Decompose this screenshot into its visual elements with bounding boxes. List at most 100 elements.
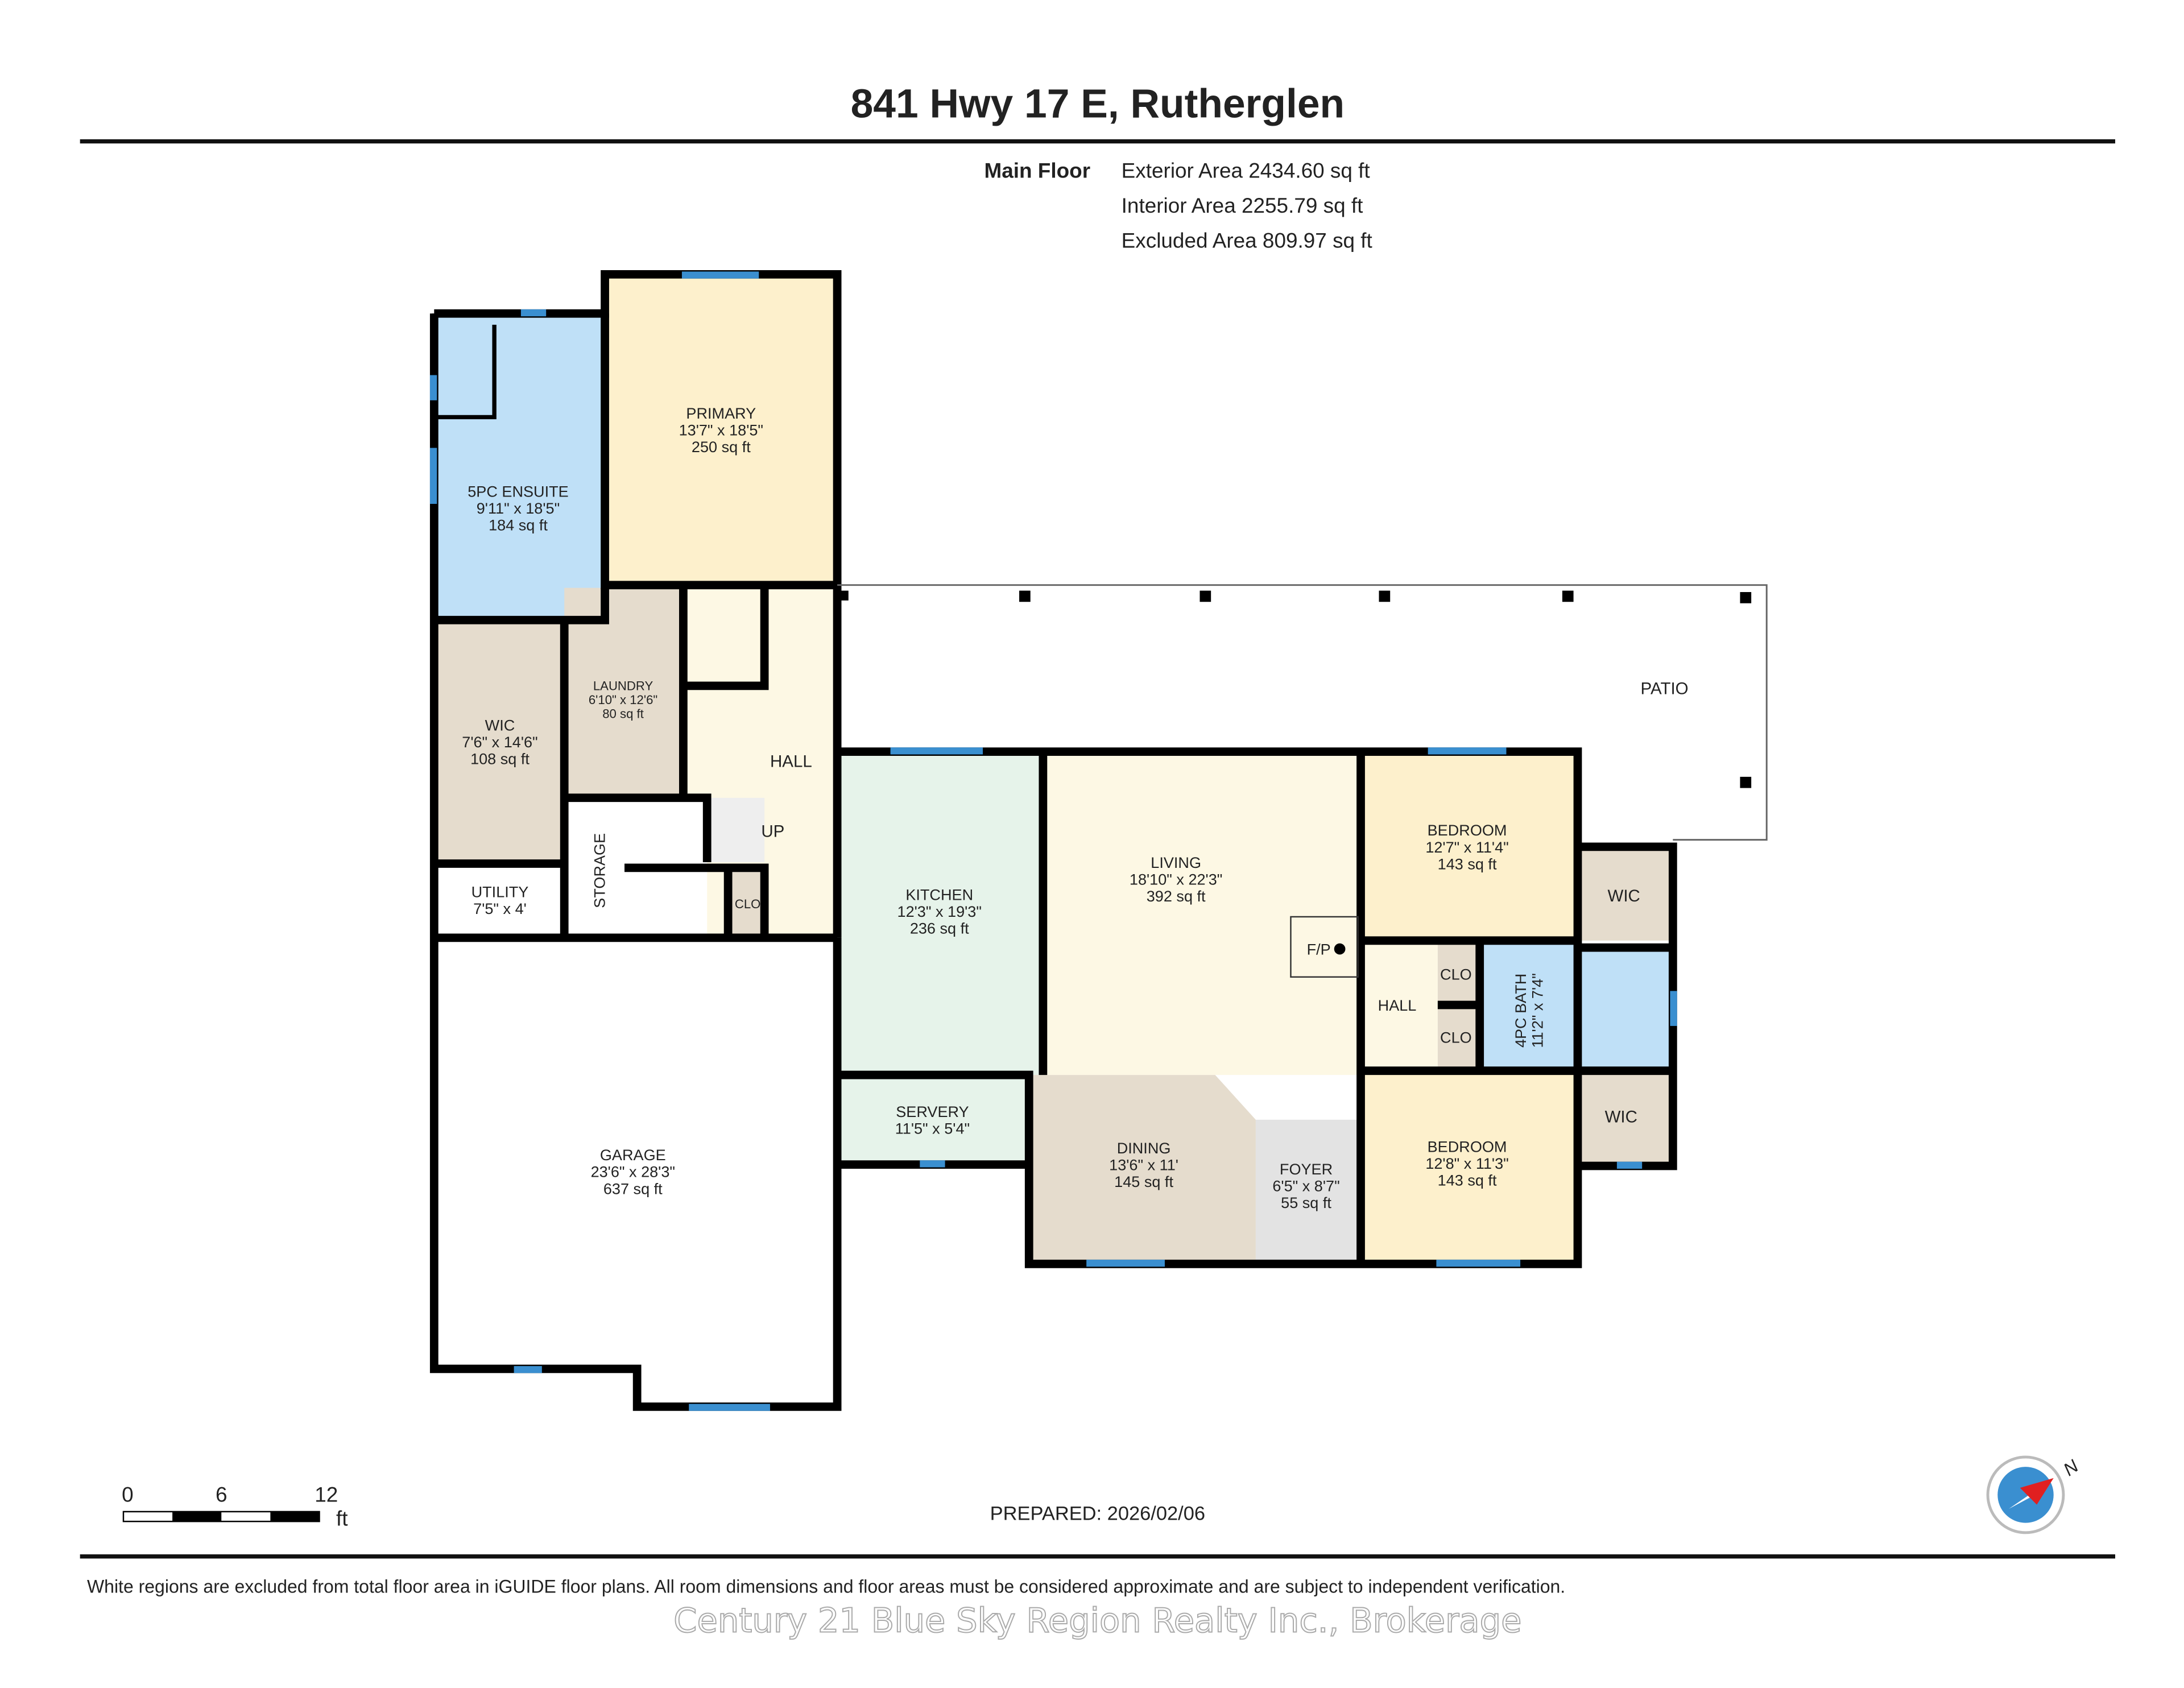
room-label: STORAGE [591,833,609,908]
room-area: 236 sq ft [910,920,969,937]
room-name: KITCHEN [905,886,973,903]
room-fill [837,1075,1029,1165]
room-dims: 9'11" x 18'5" [477,499,560,517]
room-fill [1360,940,1438,1071]
room-fill [1577,948,1673,1071]
compass-north-label: N [2059,1455,2082,1480]
room-name: PATIO [1640,680,1688,698]
room-fill [434,313,605,620]
room-fill [1479,940,1578,1071]
room-dims: 18'10" x 22'3" [1130,870,1222,888]
room-name: UP [761,822,784,841]
room-clo: CLO [1437,940,1480,1006]
room-name: 5PC ENSUITE [468,483,568,500]
room-area: 250 sq ft [692,438,751,456]
room-fill [1029,1075,1256,1264]
room-label: CLO [1440,966,1472,983]
room-name: FOYER [1280,1160,1333,1178]
windows [429,271,1677,1411]
room-fill [434,937,838,1407]
room-name: BEDROOM [1428,821,1507,839]
room-fill [707,797,765,862]
room-dims: 7'5" x 4' [473,900,527,917]
prepared-date: PREPARED: 2026/02/06 [990,1503,1205,1525]
room-clo: CLO [728,867,765,935]
room-name: HALL [770,752,812,771]
room-wic: WIC [1577,1070,1673,1166]
room-label: UP [761,822,784,841]
room-name: LIVING [1151,854,1201,871]
room-name: STORAGE [591,833,609,908]
excluded-area: Excluded Area 809.97 sq ft [1122,229,1372,253]
interior-area: Interior Area 2255.79 sq ft [1122,194,1363,217]
room-area: 55 sq ft [1281,1194,1331,1211]
room-name: WIC [1608,887,1640,905]
room-label: HALL [1378,996,1417,1014]
room-dims: 6'10" x 12'6" [589,693,657,707]
scale-bar: 0 6 12 ft [122,1483,348,1530]
room-area: 145 sq ft [1114,1173,1173,1190]
room-name: WIC [485,717,515,734]
room-dims: 12'3" x 19'3" [897,903,982,920]
fireplace-dot [1334,943,1346,955]
room-fill [1577,846,1673,941]
room-area: 392 sq ft [1147,887,1206,905]
floor-name: Main Floor [985,159,1091,183]
scale-label-6: 6 [216,1483,228,1507]
room-dims: 23'6" x 28'3" [591,1163,675,1181]
room-name: HALL [1378,996,1417,1014]
room-name: F/P [1307,940,1331,958]
room-area: 143 sq ft [1438,855,1497,872]
room-dims: 13'6" x 11' [1109,1156,1178,1173]
scale-unit: ft [336,1507,348,1530]
room-label: WIC [1605,1108,1637,1127]
room-name: 4PC BATH [1512,974,1529,1048]
room-room [1577,948,1673,1071]
room-fill [1255,1119,1361,1264]
room-dims: 7'6" x 14'6" [462,733,537,751]
room-label: F/P [1307,940,1331,958]
room-fill [605,274,838,585]
room-label: 4PC BATH11'2" x 7'4" [1512,973,1546,1048]
room-name: DINING [1117,1139,1171,1157]
room-name: PRIMARY [686,404,756,422]
room-dims: 12'7" x 11'4" [1425,838,1508,856]
room-fill [434,863,565,938]
room-fill [728,867,765,935]
room-fill [434,620,565,864]
room-area: 108 sq ft [470,750,530,768]
room-fill [1437,1005,1480,1071]
room-label: HALL [770,752,812,771]
room-name: UTILITY [471,883,529,901]
room-fill [1360,1070,1578,1264]
room-4pc-bath: 4PC BATH11'2" x 7'4" [1479,940,1578,1071]
room-fill [1437,940,1480,1006]
room-label: CLO [735,897,761,911]
scale-label-0: 0 [122,1483,134,1507]
room-label: WIC [1608,887,1640,905]
